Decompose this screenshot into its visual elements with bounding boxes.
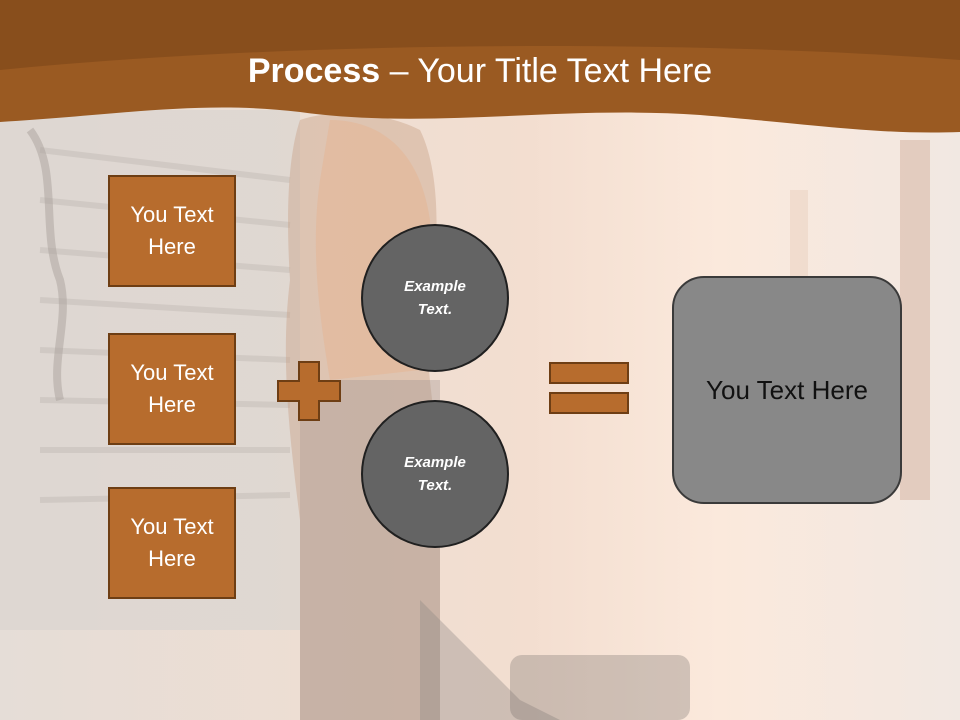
input-box-label: You Text Here [130, 514, 214, 571]
title-rest: – Your Title Text Here [380, 52, 713, 90]
plus-icon [277, 361, 341, 421]
input-box-label: You Text Here [130, 360, 214, 417]
result-box: You Text Here [672, 276, 902, 504]
slide-title: Process – Your Title Text Here [0, 52, 960, 91]
equals-icon [549, 362, 629, 414]
operand-circle-1: Example Text. [361, 224, 509, 372]
operand-circle-2: Example Text. [361, 400, 509, 548]
input-box-3: You Text Here [108, 487, 236, 599]
input-box-1: You Text Here [108, 175, 236, 287]
result-label: You Text Here [706, 374, 868, 405]
title-bold: Process [247, 52, 381, 90]
operand-label: Example Text. [404, 278, 466, 318]
input-box-2: You Text Here [108, 333, 236, 445]
input-box-label: You Text Here [130, 202, 214, 259]
operand-label: Example Text. [404, 454, 466, 494]
